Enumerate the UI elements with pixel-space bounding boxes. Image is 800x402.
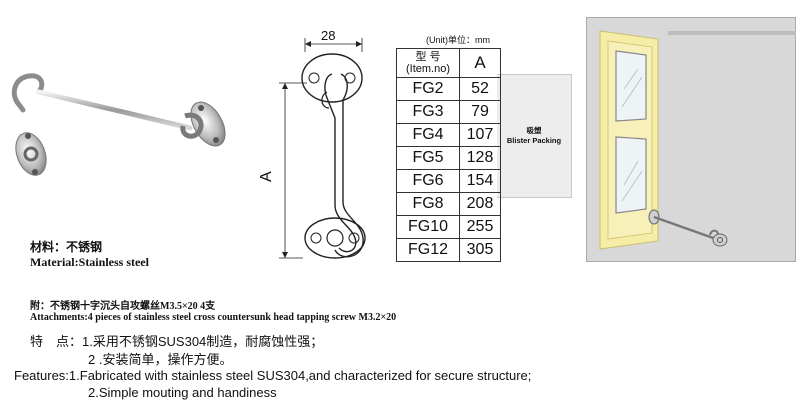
a-cell: 255 [459,215,501,239]
a-cell: 154 [459,169,501,193]
material-cn: 材料：不锈钢 [30,240,103,254]
model-header-en: (Item.no) [405,63,450,75]
blister-packing-box: 吸塑 Blister Packing [497,74,572,198]
model-cell: FG4 [396,123,460,147]
width-dimension-label: 28 [321,30,335,43]
a-cell: 305 [459,238,501,262]
features-cn-line1: 特 点：1.采用不锈钢SUS304制造，耐腐蚀性强； [30,331,323,350]
packing-cn: 吸塑 [526,126,542,135]
a-cell: 208 [459,192,501,216]
features-cn-prefix: 特 点： [30,334,83,349]
a-cell: 128 [459,146,501,170]
a-cell: 79 [459,100,501,124]
model-cell: FG8 [396,192,460,216]
height-dimension-label: A [258,171,275,182]
model-cell: FG5 [396,146,460,170]
table-header-row: 型 号 (Item.no) A [396,48,501,78]
a-cell: 52 [459,77,501,101]
model-cell: FG10 [396,215,460,239]
model-header: 型 号 (Item.no) [396,48,460,78]
model-cell: FG2 [396,77,460,101]
features-cn-item2: 2 .安装简单，操作方便。 [88,352,233,367]
material-en: Material:Stainless steel [30,255,149,269]
product-photo [11,73,226,176]
a-cell: 107 [459,123,501,147]
installation-illustration [586,17,796,262]
a-header: A [459,48,501,78]
unit-label: (Unit)单位：mm [426,35,490,45]
technical-drawing: 28 A [258,30,366,259]
features-cn-item1: 1.采用不锈钢SUS304制造，耐腐蚀性强； [82,334,324,349]
features-en-item2: 2.Simple mouting and handiness [88,385,277,400]
model-cell: FG12 [396,238,460,262]
attachments-en: Attachments:4 pieces of stainless steel … [30,312,397,323]
model-cell: FG3 [396,100,460,124]
features-en-item1: Features:1.Fabricated with stainless ste… [14,368,532,383]
attachments-cn: 附：不锈钢十字沉头自攻螺丝M3.5×20 4支 [30,301,216,312]
model-cell: FG6 [396,169,460,193]
model-header-cn: 型 号 [415,51,441,63]
packing-en: Blister Packing [506,136,562,145]
